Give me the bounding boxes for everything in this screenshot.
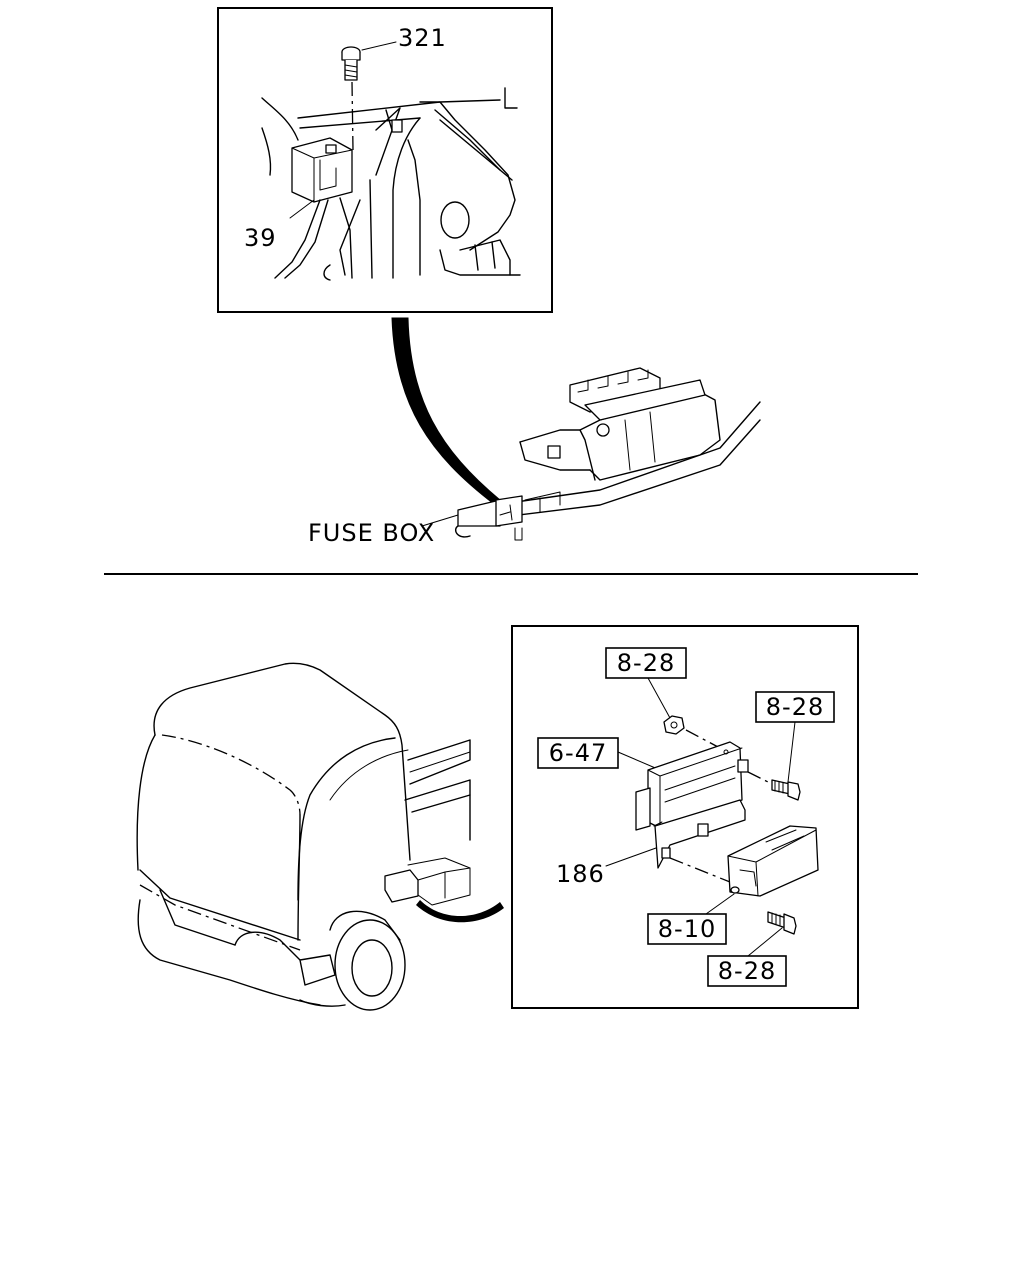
lower-detail-panel: 8-28 8-28 6-47 <box>511 625 859 1009</box>
callout-fuse-box: FUSE BOX <box>308 519 435 547</box>
detail-arrow-icon <box>391 317 501 505</box>
ref-box-cover <box>537 737 619 769</box>
dashboard-structure <box>261 87 521 281</box>
leader-fuse-block <box>705 893 735 915</box>
lower-detail-frame <box>511 625 859 1009</box>
nut-icon <box>663 715 721 749</box>
ref-box-bolt-bottom <box>707 955 787 987</box>
ref-bolt-right: 8-28 <box>766 693 824 721</box>
ref-nut-top: 8-28 <box>617 649 675 677</box>
fuse-block-icon <box>727 825 819 897</box>
ref-cover: 6-47 <box>549 739 607 767</box>
leader-nut-top <box>647 677 671 719</box>
leader-fuse-box <box>421 514 459 527</box>
leader-bolt-right <box>787 721 796 783</box>
leader-321 <box>361 41 397 51</box>
bolt-321-icon <box>341 46 361 151</box>
callout-321: 321 <box>398 24 447 52</box>
ref-bolt-bottom: 8-28 <box>718 957 776 985</box>
ref-box-nut-top <box>605 647 687 679</box>
upper-detail-frame <box>217 7 553 313</box>
callout-186: 186 <box>556 860 605 888</box>
truck-cab-illustration <box>136 662 504 1011</box>
bolt-right-icon <box>747 771 801 801</box>
zoom-arrow-icon <box>416 900 504 923</box>
ref-box-bolt-right <box>755 691 835 723</box>
leader-39 <box>289 199 315 219</box>
leader-cover <box>617 751 661 771</box>
fuse-box-assembly <box>454 367 761 541</box>
bolt-bottom-icon <box>767 911 797 935</box>
ref-fuse-block: 8-10 <box>658 915 716 943</box>
leader-186 <box>605 847 657 867</box>
fuse-box-39-icon <box>274 137 353 279</box>
cover-bracket-icon <box>635 741 749 883</box>
callout-39: 39 <box>244 224 277 252</box>
upper-detail-panel: 321 <box>217 7 553 313</box>
ref-box-fuse-block <box>647 913 727 945</box>
leader-bolt-bottom <box>747 927 783 957</box>
